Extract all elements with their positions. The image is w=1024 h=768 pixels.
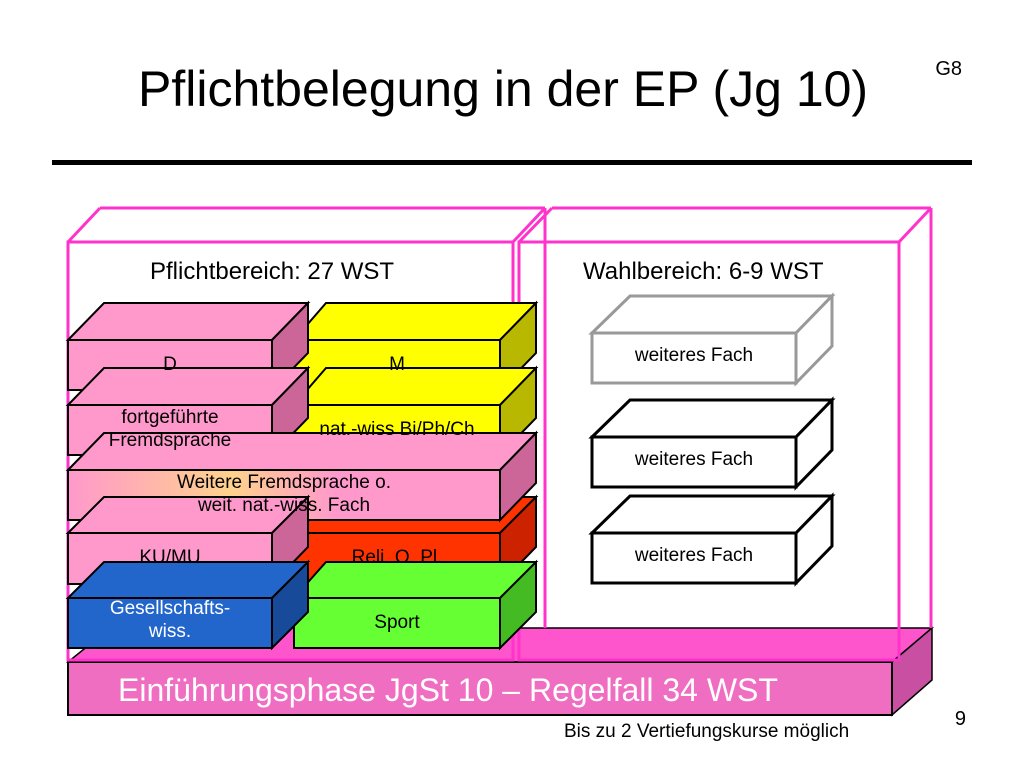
page-title: Pflichtbelegung in der EP (Jg 10): [138, 61, 869, 117]
block-further-subject-label: Weitere Fremdsprache o. weit. nat.-wiss.…: [68, 470, 500, 520]
mandatory-area-label: Pflichtbereich: 27 WST: [150, 258, 395, 285]
block-science-label: nat.-wiss Bi/Ph/Ch: [319, 418, 475, 440]
foreign-language-line-2: Fremdsprache: [108, 430, 232, 451]
elective-block-3-label: weiteres Fach: [634, 544, 754, 566]
foreign-language-line-1: fortgeführte: [121, 407, 219, 429]
further-subject-line-1: Weitere Fremdsprache o.: [176, 472, 391, 494]
elective-area-label: Wahlbereich: 6-9 WST: [583, 258, 824, 285]
elective-block-1-label: weiteres Fach: [634, 344, 754, 366]
phase-label: Einführungsphase JgSt 10 – Regelfall 34 …: [118, 672, 778, 708]
elective-block-2-label: weiteres Fach: [634, 448, 754, 470]
block-sport: [291, 559, 539, 651]
corner-tag: G8: [935, 58, 962, 80]
elective-block-2: [588, 396, 836, 491]
title-rule: [52, 160, 972, 165]
block-religion-label: Reli. O. Pl.: [351, 547, 443, 569]
elective-block-3: [588, 492, 836, 587]
block-social-sciences: [65, 559, 311, 651]
social-sciences-line-1: Gesellschafts-: [109, 598, 231, 620]
block-foreign-language-label: fortgeführte Fremdsprache: [68, 405, 272, 455]
social-sciences-line-2: wiss.: [148, 621, 192, 642]
block-art-music-label: KU/MU: [139, 547, 201, 569]
further-subject-line-2: weit. nat.-wiss. Fach: [197, 495, 371, 516]
block-sport-label: Sport: [374, 611, 420, 633]
block-social-sciences-label: Gesellschafts- wiss.: [68, 596, 272, 646]
footnote: Bis zu 2 Vertiefungskurse möglich: [564, 721, 850, 742]
block-d-label: D: [163, 353, 177, 375]
page-number: 9: [954, 708, 966, 730]
elective-block-1: [588, 292, 836, 387]
block-m-label: M: [389, 353, 405, 375]
